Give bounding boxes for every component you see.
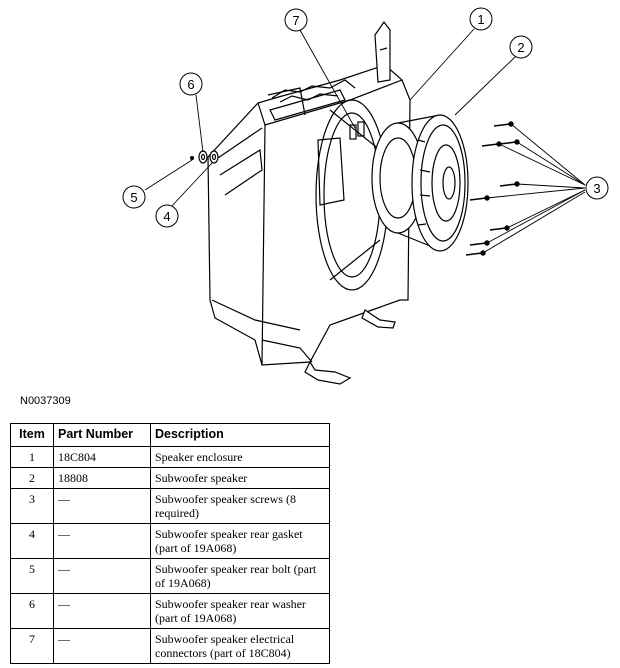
cell-part-number: 18808 [53, 467, 151, 489]
callout-4: 4 [155, 204, 179, 228]
svg-text:4: 4 [163, 209, 170, 224]
parts-table: Item Part Number Description 1 18C804 Sp… [10, 423, 330, 664]
svg-text:6: 6 [187, 77, 194, 92]
table-row: 5 — Subwoofer speaker rear bolt (part of… [10, 558, 330, 594]
svg-text:7: 7 [292, 13, 299, 28]
header-part-number: Part Number [53, 423, 151, 447]
subwoofer-speaker-drawing [371, 114, 469, 252]
cell-item: 4 [10, 523, 54, 559]
cell-part-number: 18C804 [53, 446, 151, 468]
cell-description: Subwoofer speaker rear gasket (part of 1… [150, 523, 330, 559]
cell-item: 6 [10, 593, 54, 629]
callout-3: 3 [585, 176, 609, 200]
cell-description: Subwoofer speaker rear washer (part of 1… [150, 593, 330, 629]
cell-part-number: — [53, 558, 151, 594]
table-row: 3 — Subwoofer speaker screws (8 required… [10, 488, 330, 524]
cell-description: Subwoofer speaker [150, 467, 330, 489]
svg-text:1: 1 [477, 12, 484, 27]
rear-hardware-drawing [189, 150, 219, 164]
callout-5: 5 [122, 185, 146, 209]
callout-6: 6 [179, 72, 203, 96]
screws-drawing [465, 121, 520, 256]
table-row: 2 18808 Subwoofer speaker [10, 467, 330, 489]
leader-lines [144, 28, 586, 254]
callout-2: 2 [509, 35, 533, 59]
callout-1: 1 [469, 7, 493, 31]
cell-item: 7 [10, 628, 54, 664]
cell-description: Subwoofer speaker electrical connectors … [150, 628, 330, 664]
table-row: 1 18C804 Speaker enclosure [10, 446, 330, 468]
cell-part-number: — [53, 488, 151, 524]
cell-item: 3 [10, 488, 54, 524]
cell-item: 5 [10, 558, 54, 594]
header-description: Description [150, 423, 330, 447]
svg-text:5: 5 [130, 190, 137, 205]
cell-part-number: — [53, 628, 151, 664]
svg-text:2: 2 [517, 40, 524, 55]
cell-description: Subwoofer speaker screws (8 required) [150, 488, 330, 524]
cell-part-number: — [53, 593, 151, 629]
table-row: 6 — Subwoofer speaker rear washer (part … [10, 593, 330, 629]
header-item: Item [10, 423, 54, 447]
cell-item: 2 [10, 467, 54, 489]
exploded-diagram: 1 2 3 4 5 6 7 [122, 7, 609, 385]
svg-text:3: 3 [593, 181, 600, 196]
cell-part-number: — [53, 523, 151, 559]
cell-description: Subwoofer speaker rear bolt (part of 19A… [150, 558, 330, 594]
cell-item: 1 [10, 446, 54, 468]
table-header-row: Item Part Number Description [10, 423, 330, 447]
figure-id-label: N0037309 [20, 395, 71, 407]
cell-description: Speaker enclosure [150, 446, 330, 468]
table-row: 4 — Subwoofer speaker rear gasket (part … [10, 523, 330, 559]
table-row: 7 — Subwoofer speaker electrical connect… [10, 628, 330, 664]
callout-7: 7 [284, 8, 308, 32]
